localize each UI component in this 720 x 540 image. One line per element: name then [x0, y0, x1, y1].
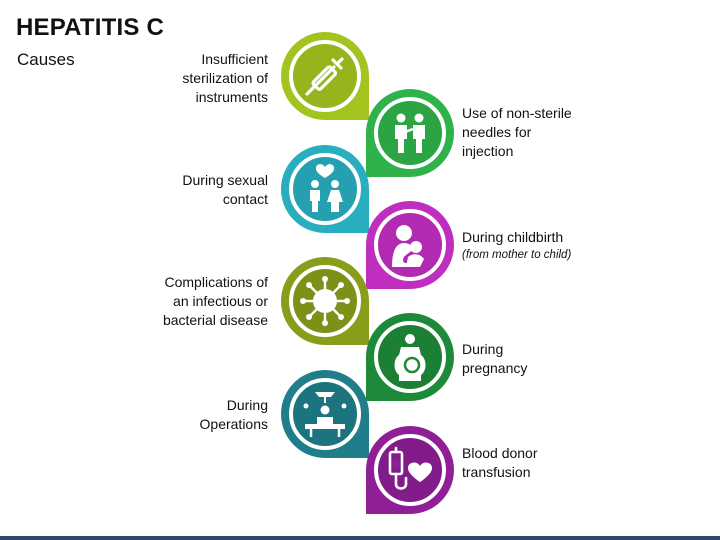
- cause-label-line: contact: [222, 191, 268, 207]
- cause-label-line: During: [226, 397, 268, 413]
- virus-icon: [300, 276, 350, 326]
- cause-marker-3: [279, 143, 371, 235]
- cause-marker-8: [364, 424, 456, 516]
- injection-people-icon: [395, 113, 425, 153]
- cause-marker-5: [279, 255, 371, 347]
- cause-marker-7: [279, 368, 371, 460]
- cause-label-line: Complications of: [164, 274, 269, 290]
- cause-label-note: (from mother to child): [462, 249, 572, 261]
- mother-child-icon: [392, 225, 424, 267]
- cause-label-line: Operations: [199, 416, 268, 432]
- page-title: HEPATITIS C: [16, 14, 164, 41]
- page-subtitle: Causes: [17, 50, 75, 69]
- cause-label-3: During sexual contact: [182, 171, 268, 209]
- cause-label-line: an infectious or: [173, 293, 268, 309]
- cause-label-line: sterilization of: [182, 70, 268, 86]
- cause-marker-1: [279, 30, 371, 122]
- cause-label-line: instruments: [195, 89, 268, 105]
- cause-label-2: Use of non-sterile needles for injection: [462, 104, 572, 161]
- cause-label-line: During sexual: [182, 172, 268, 188]
- cause-label-line: pregnancy: [462, 360, 528, 376]
- cause-label-line: needles for: [462, 124, 532, 140]
- cause-label-4: During childbirth (from mother to child): [462, 228, 571, 263]
- cause-label-6: During pregnancy: [462, 340, 527, 378]
- pregnancy-icon: [394, 334, 426, 381]
- cause-label-line: During childbirth: [462, 229, 564, 245]
- syringe-icon: [305, 57, 344, 96]
- cause-marker-4: [364, 199, 456, 291]
- cause-label-line: Use of non-sterile: [462, 105, 572, 121]
- blood-transfusion-icon: [388, 446, 433, 490]
- couple-heart-icon: [310, 164, 343, 212]
- cause-label-line: Blood donor: [462, 445, 538, 461]
- operation-icon: [303, 392, 347, 437]
- cause-marker-6: [364, 311, 456, 403]
- bottom-divider: [0, 536, 720, 540]
- cause-label-5: Complications of an infectious or bacteria…: [163, 273, 268, 330]
- cause-label-line: bacterial disease: [162, 312, 268, 328]
- cause-label-line: injection: [462, 143, 514, 159]
- cause-label-line: Insufficient: [201, 51, 268, 67]
- cause-marker-2: [364, 87, 456, 179]
- cause-label-line: During: [462, 341, 504, 357]
- cause-label-8: Blood donor transfusion: [462, 444, 538, 482]
- cause-label-1: Insufficient sterilization of instruments: [182, 50, 268, 107]
- cause-label-line: transfusion: [462, 464, 531, 480]
- pin-inner-circle: [289, 153, 361, 225]
- pin-inner-circle: [374, 97, 446, 169]
